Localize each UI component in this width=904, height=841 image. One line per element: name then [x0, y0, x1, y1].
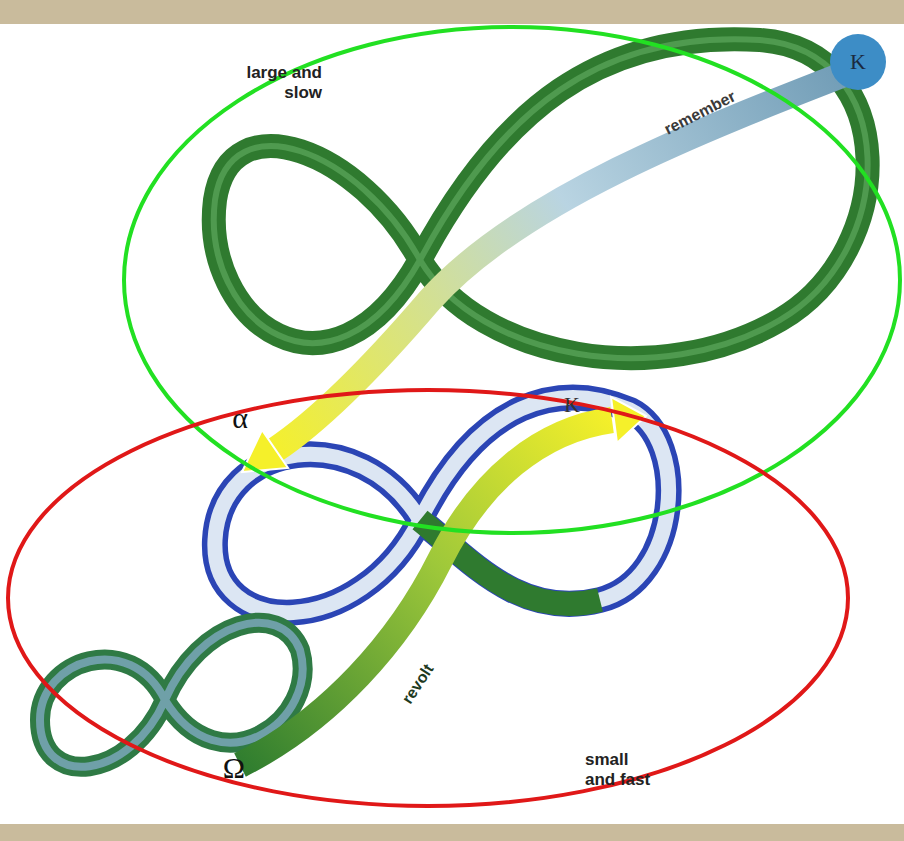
- phase-label: remember: [662, 88, 738, 137]
- scale-ellipse-shape: [8, 390, 848, 806]
- node-text: K: [830, 49, 886, 74]
- node-text: small and fast: [585, 750, 661, 789]
- scale-ellipse: large and slowK: [122, 25, 902, 535]
- phase-label: revolt: [399, 661, 436, 706]
- phase-circle: K: [830, 34, 886, 90]
- scale-ellipse-outline: [6, 388, 850, 808]
- scale-ellipse: small and fast: [6, 388, 850, 808]
- node-text: large and slow: [246, 63, 322, 102]
- revolt-arrow: [240, 420, 612, 765]
- scale-ellipse-outline: [122, 25, 902, 535]
- phase-symbol: K: [564, 394, 580, 416]
- phase-circle-shape: [830, 34, 886, 90]
- scale-ellipse-shape: [124, 27, 900, 533]
- bottom-bar: [0, 824, 904, 841]
- top-bar: [0, 0, 904, 24]
- phase-symbol: Ω: [223, 753, 245, 783]
- phase-symbol: α: [232, 403, 248, 433]
